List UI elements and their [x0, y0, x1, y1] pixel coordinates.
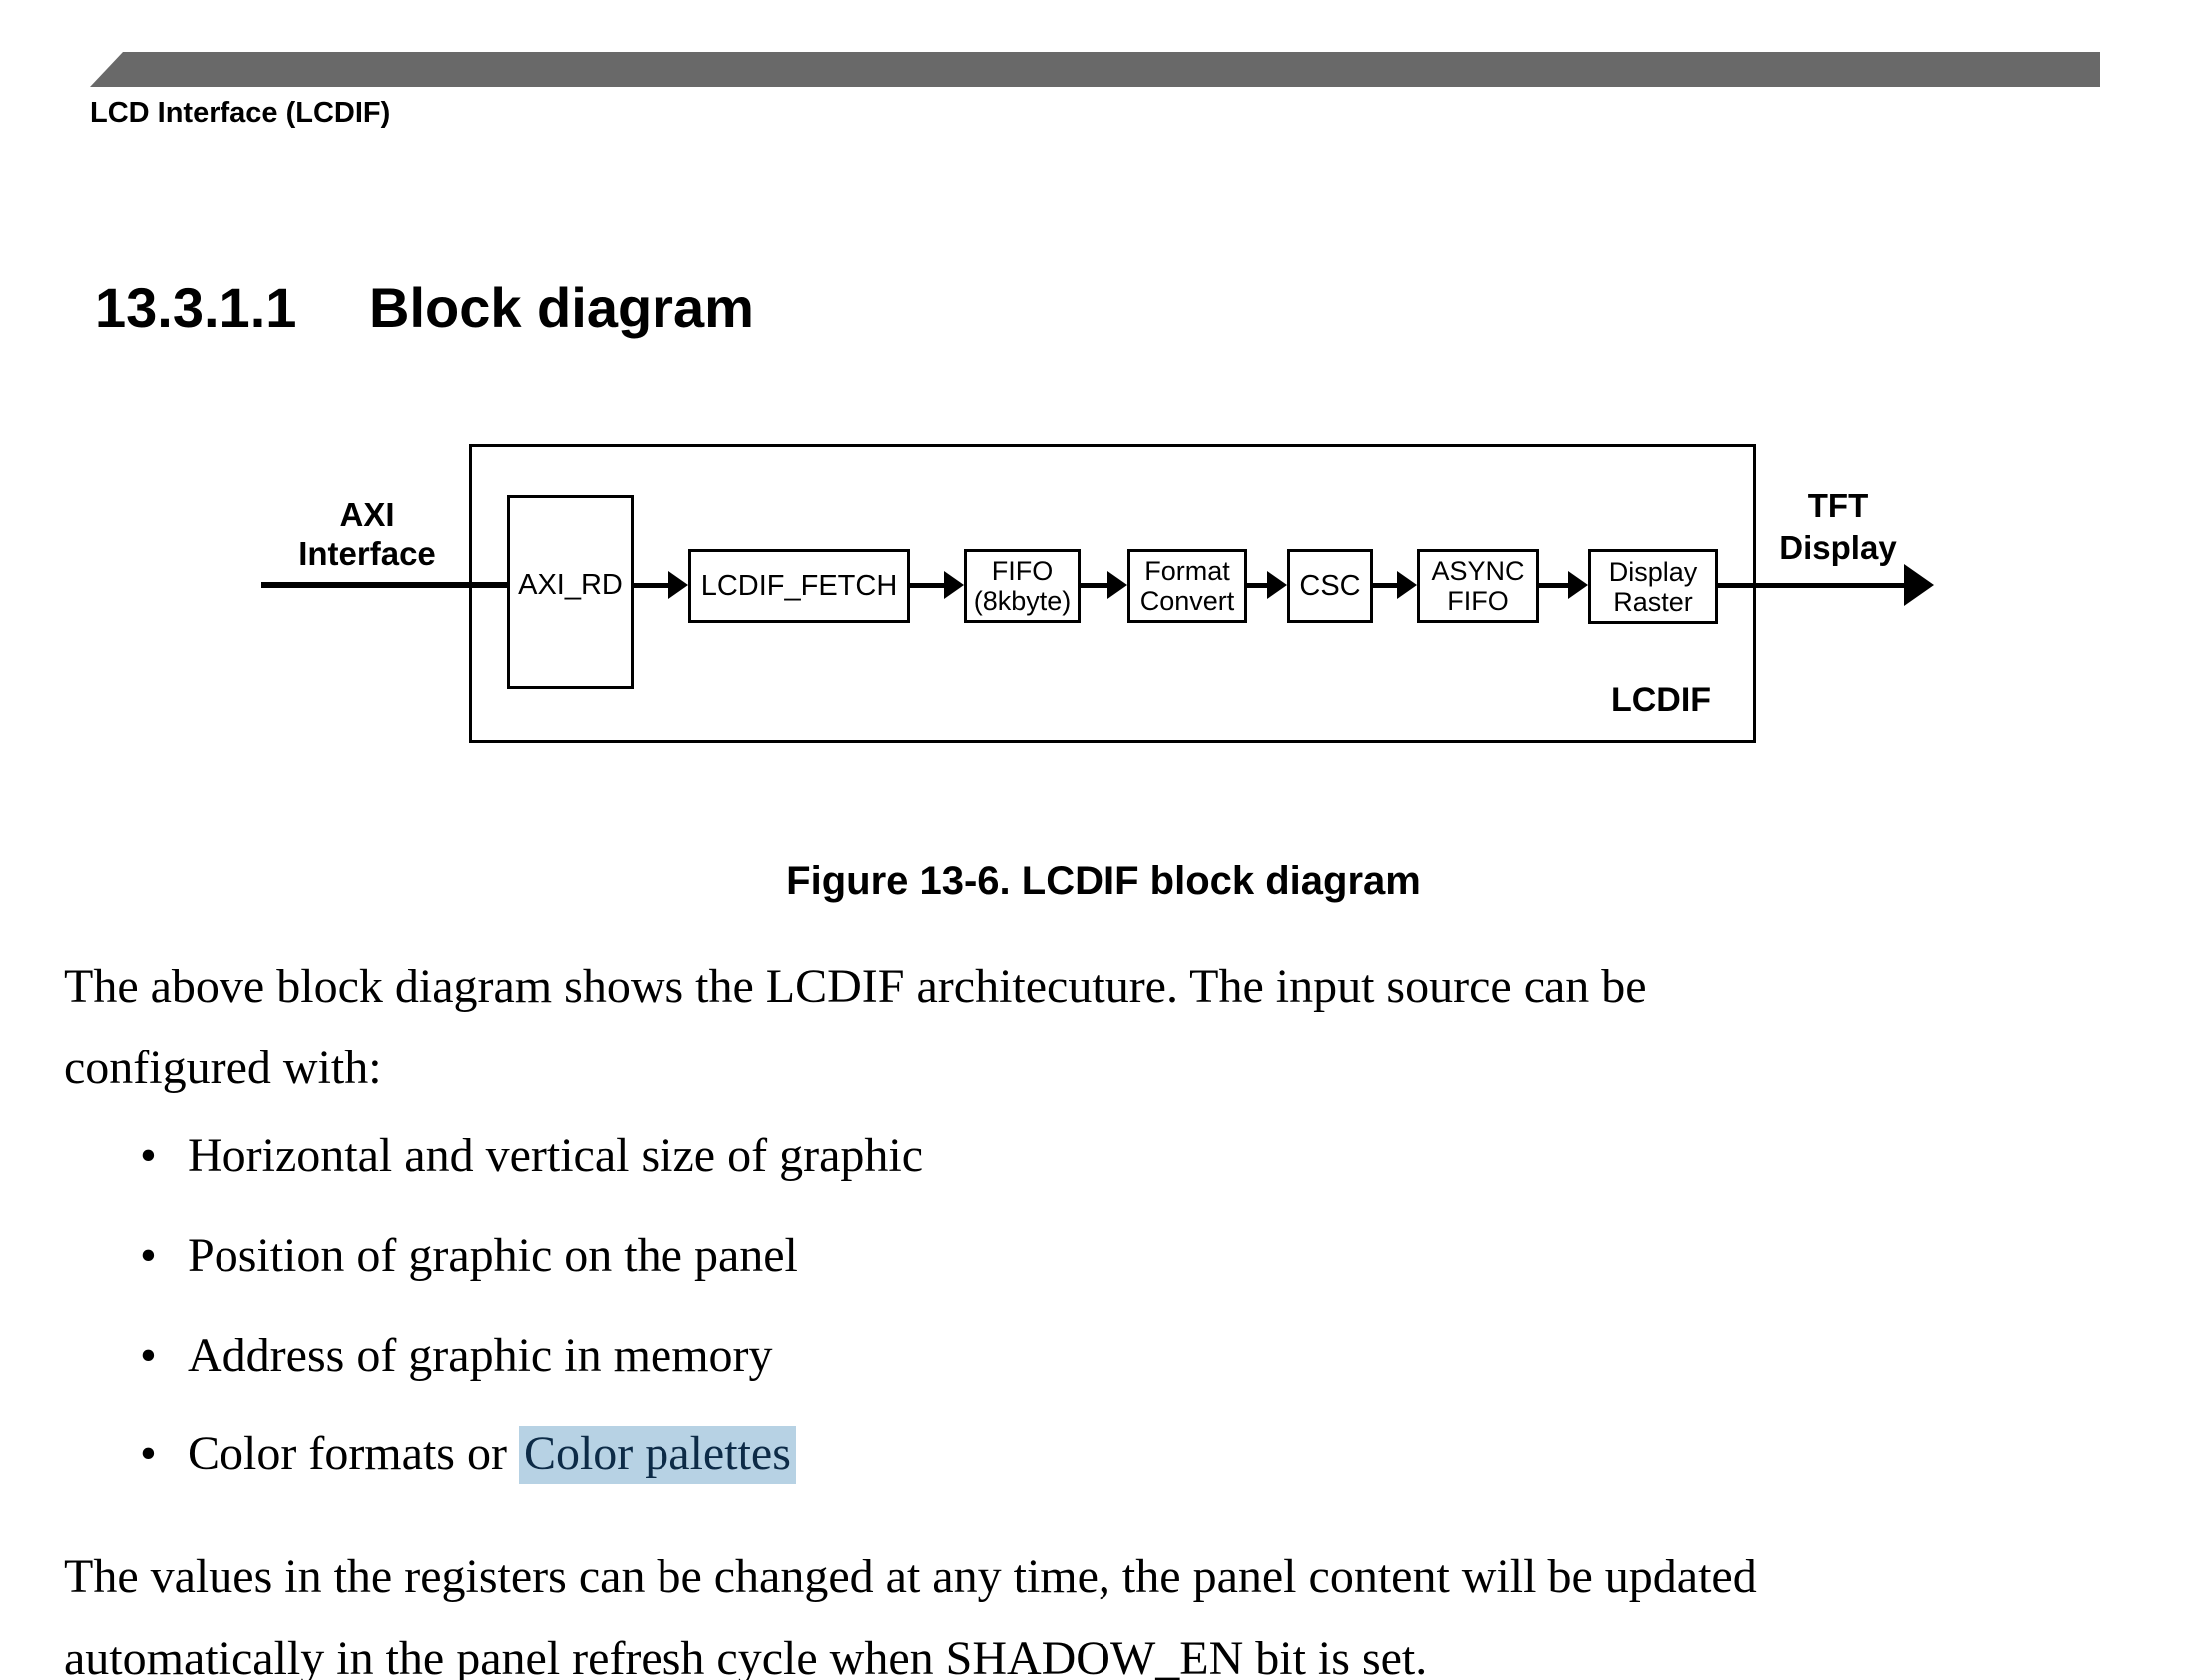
- block-display-raster: Display Raster: [1588, 549, 1718, 624]
- tft-display-label-line2: Display: [1779, 529, 1897, 566]
- intro-paragraph: The above block diagram shows the LCDIF …: [64, 946, 1647, 1109]
- block-async-fifo-label-line2: FIFO: [1447, 586, 1509, 616]
- arrow-line: [1247, 583, 1269, 588]
- axi-input-line: [261, 582, 507, 588]
- arrow-line: [910, 583, 946, 588]
- axi-interface-label-line2: Interface: [298, 535, 436, 572]
- intro-paragraph-line1: The above block diagram shows the LCDIF …: [64, 960, 1647, 1013]
- arrow-line: [634, 583, 670, 588]
- axi-interface-label-line1: AXI: [339, 496, 395, 533]
- block-format-convert-label-line2: Convert: [1139, 586, 1235, 616]
- arrowhead-icon: [1397, 571, 1417, 599]
- arrow-line: [1081, 583, 1109, 588]
- bullet-marker: •: [140, 1329, 157, 1382]
- block-format-convert-label-line1: Format: [1144, 556, 1230, 586]
- block-axi-rd: AXI_RD: [507, 495, 634, 689]
- block-lcdif-fetch: LCDIF_FETCH: [688, 549, 910, 623]
- highlight-color-palettes: Color palettes: [518, 1426, 796, 1484]
- bullet-item-text: Position of graphic on the panel: [188, 1229, 798, 1282]
- block-async-fifo-label-line1: ASYNC: [1431, 556, 1525, 586]
- bullet-item-text-prefix: Color formats or: [188, 1427, 519, 1479]
- block-csc: CSC: [1287, 549, 1373, 623]
- bullet-item-text: Address of graphic in memory: [188, 1329, 773, 1382]
- bullet-item-text: Color formats or Color palettes: [188, 1423, 796, 1484]
- page-header-bar: [90, 52, 2100, 87]
- block-display-raster-label-line2: Raster: [1613, 586, 1693, 617]
- arrowhead-icon: [1904, 564, 1934, 606]
- block-async-fifo: ASYNC FIFO: [1417, 549, 1539, 623]
- arrow-line: [1539, 583, 1570, 588]
- tft-output-line: [1718, 583, 1906, 588]
- arrowhead-icon: [1267, 571, 1287, 599]
- block-fifo-label-line1: FIFO: [991, 556, 1054, 586]
- figure-caption: Figure 13-6. LCDIF block diagram: [786, 859, 1421, 903]
- bullet-item-text: Horizontal and vertical size of graphic: [188, 1129, 924, 1182]
- block-format-convert: Format Convert: [1127, 549, 1247, 623]
- closing-paragraph-line2: automatically in the panel refresh cycle…: [64, 1632, 1428, 1680]
- closing-paragraph-line1: The values in the registers can be chang…: [64, 1550, 1757, 1603]
- arrowhead-icon: [1107, 571, 1127, 599]
- block-fifo: FIFO (8kbyte): [964, 549, 1081, 623]
- arrow-line: [1373, 583, 1399, 588]
- block-axi-rd-label: AXI_RD: [518, 569, 623, 601]
- intro-paragraph-line2: configured with:: [64, 1042, 382, 1094]
- bullet-marker: •: [140, 1229, 157, 1282]
- block-display-raster-label-line1: Display: [1608, 556, 1698, 587]
- block-lcdif-fetch-label: LCDIF_FETCH: [700, 569, 898, 602]
- block-fifo-label-line2: (8kbyte): [973, 586, 1072, 616]
- block-csc-label: CSC: [1299, 569, 1361, 602]
- section-heading-title: Block diagram: [369, 276, 754, 339]
- bullet-marker: •: [140, 1427, 157, 1479]
- arrowhead-icon: [668, 571, 688, 599]
- arrowhead-icon: [944, 571, 964, 599]
- outer-lcdif-box: [469, 444, 1756, 743]
- tft-display-label: TFT Display: [1718, 485, 1958, 569]
- bullet-marker: •: [140, 1129, 157, 1182]
- axi-interface-label: AXI Interface: [247, 495, 487, 573]
- tft-display-label-line1: TFT: [1807, 487, 1869, 524]
- lcdif-label: LCDIF: [1610, 681, 1712, 719]
- closing-paragraph: The values in the registers can be chang…: [64, 1536, 1757, 1680]
- section-heading-number: 13.3.1.1: [95, 276, 297, 339]
- arrowhead-icon: [1568, 571, 1588, 599]
- running-header: LCD Interface (LCDIF): [90, 97, 391, 129]
